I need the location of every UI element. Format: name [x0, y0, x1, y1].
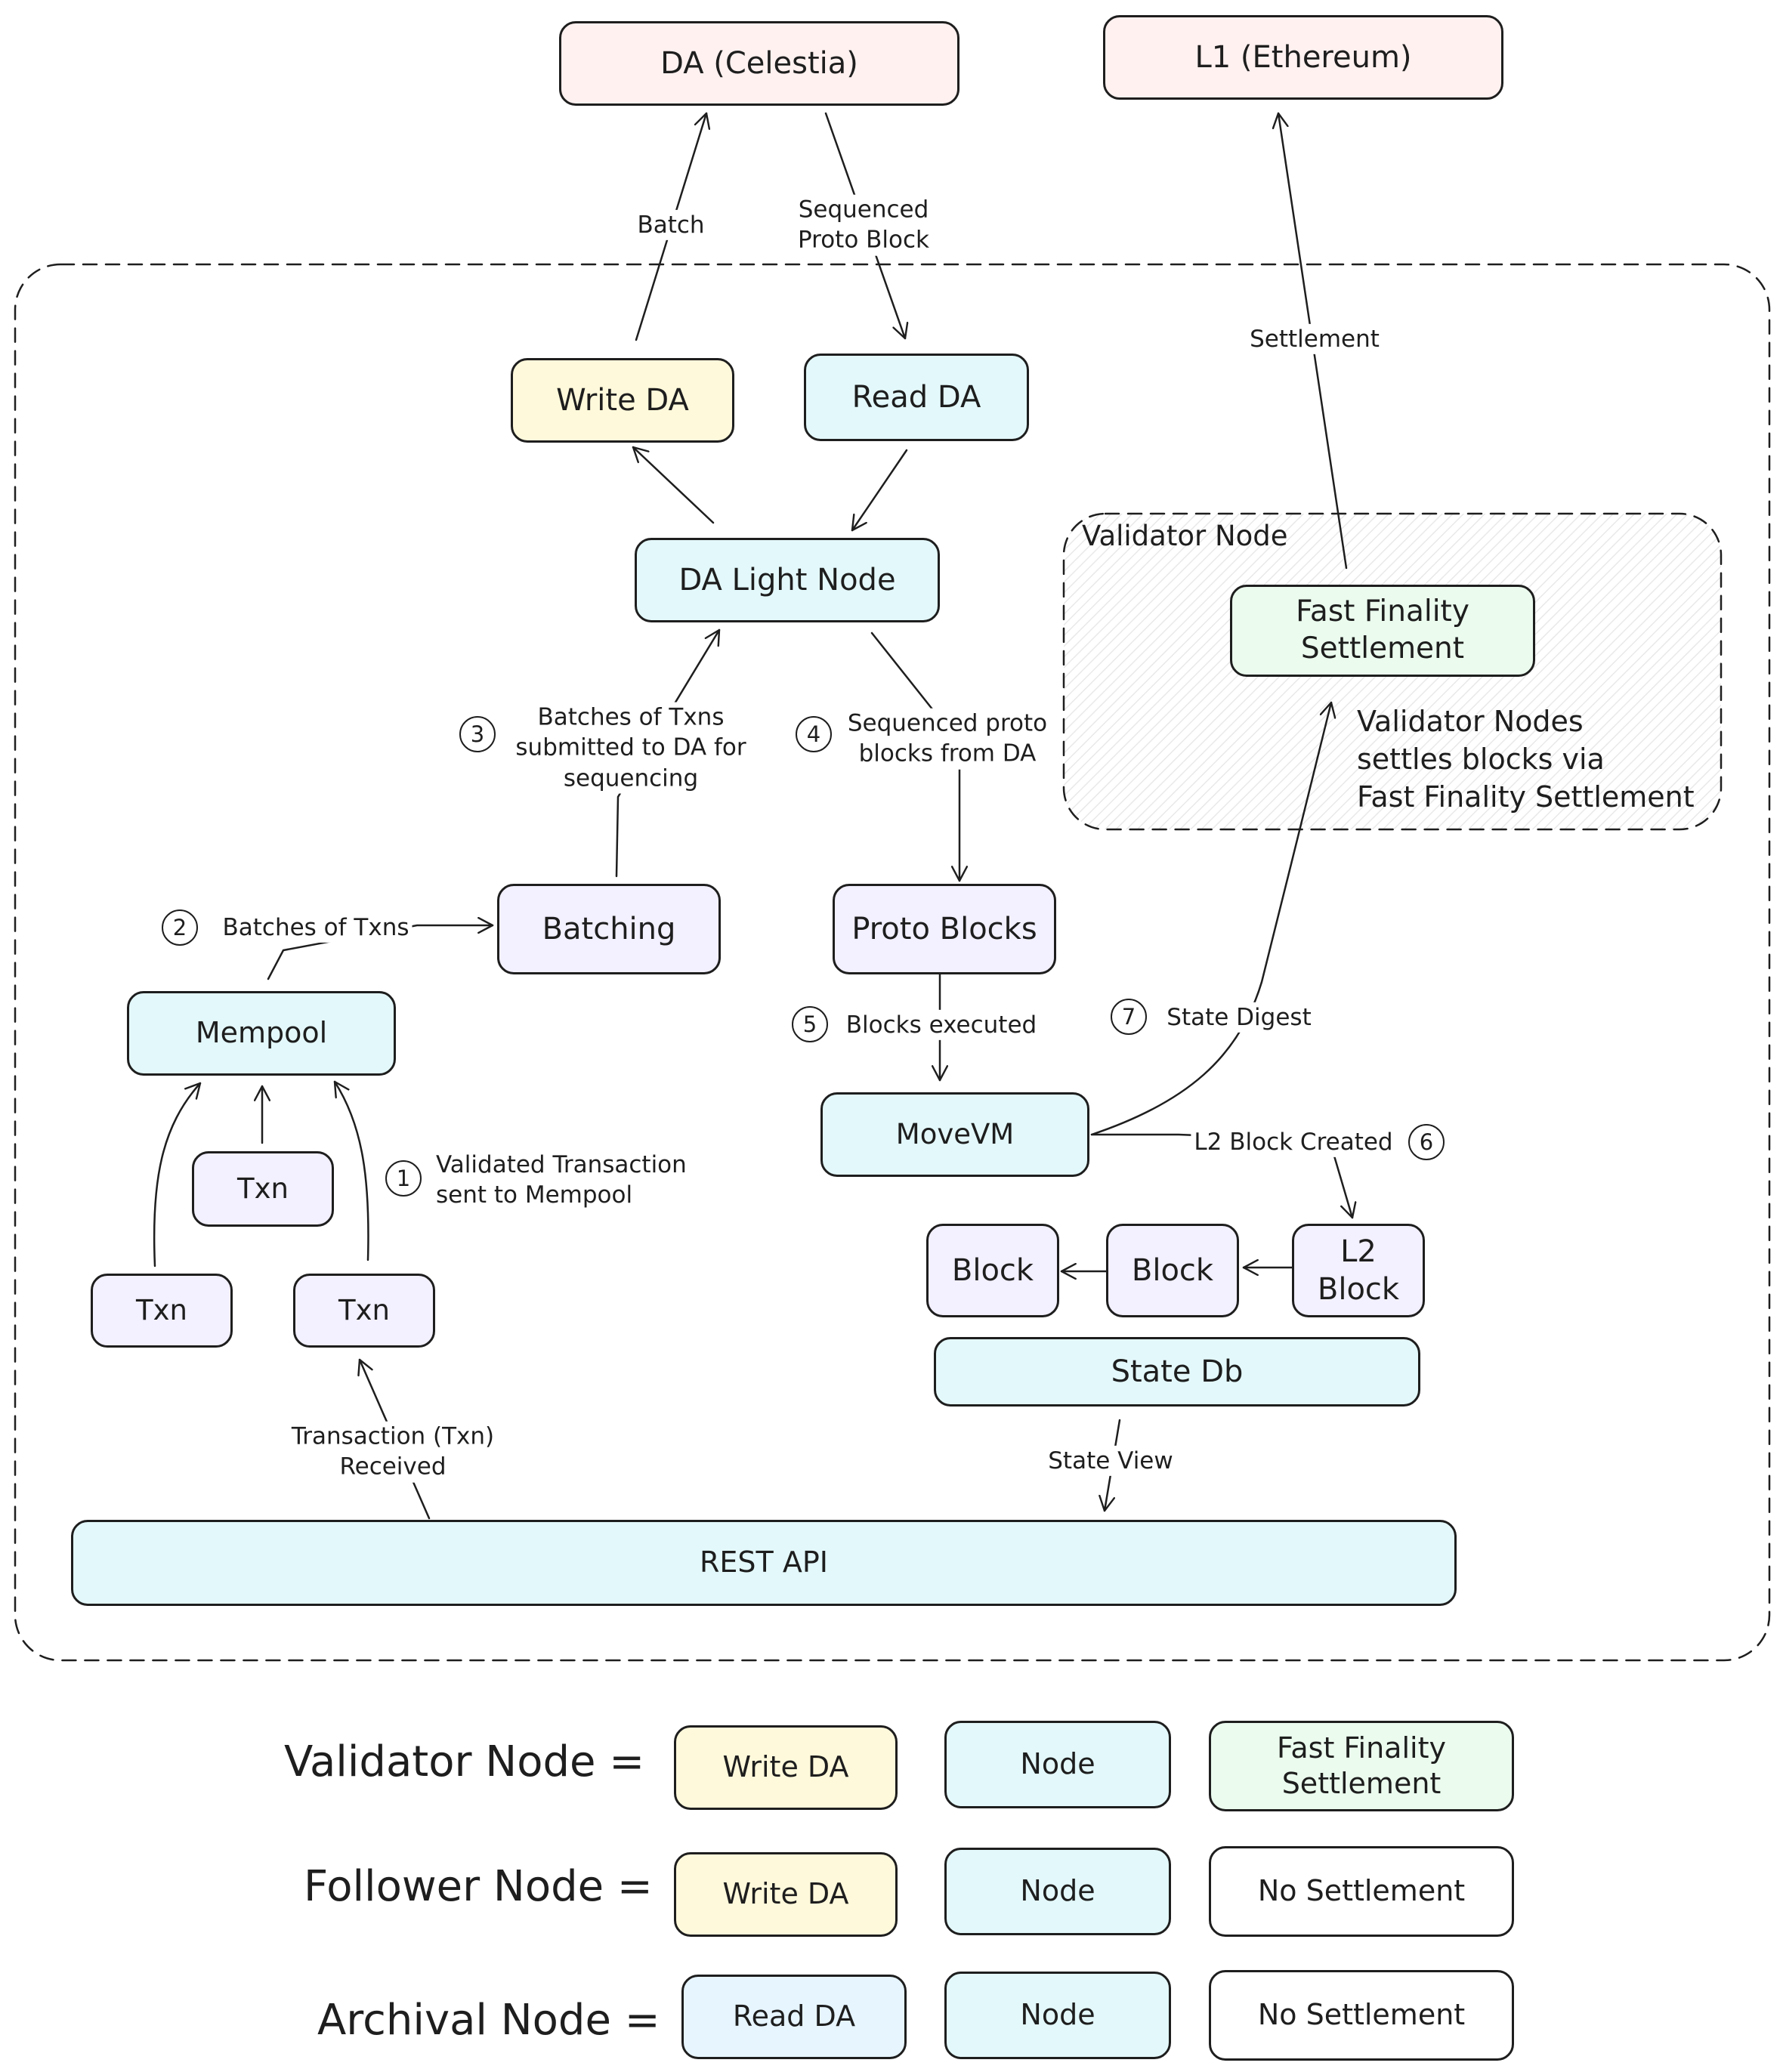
edge-txn-right-to-mempool — [333, 1080, 369, 1261]
edge-label-state-digest: State Digest — [1163, 1002, 1315, 1033]
fast-finality-settlement-node: Fast Finality Settlement — [1230, 585, 1535, 677]
da-light-node: DA Light Node — [635, 538, 940, 622]
edge-label-blocks-executed: Blocks executed — [842, 1009, 1040, 1041]
step-marker-5: 5 — [792, 1006, 828, 1042]
edge-batching-to-light-node — [615, 628, 721, 878]
legend-follower-settlement: No Settlement — [1209, 1846, 1514, 1937]
legend-follower-node: Node — [944, 1848, 1171, 1935]
mempool-node: Mempool — [127, 991, 396, 1076]
edge-label-batch: Batch — [634, 209, 708, 241]
step-marker-7: 7 — [1111, 999, 1147, 1035]
validator-node-region-label: Validator Node — [1082, 520, 1288, 552]
batching-node: Batching — [497, 884, 721, 974]
edge-label-sequenced-proto-block: Sequenced Proto Block — [795, 194, 932, 256]
read-da-node: Read DA — [804, 354, 1029, 441]
proto-blocks-node: Proto Blocks — [833, 884, 1056, 974]
txn-node-right: Txn — [293, 1274, 435, 1348]
edge-label-sequenced-proto-blocks: Sequenced proto blocks from DA — [844, 708, 1051, 770]
txn-node-top: Txn — [192, 1151, 334, 1227]
legend-archival-da: Read DA — [681, 1975, 907, 2059]
step-marker-4: 4 — [796, 716, 832, 752]
state-db-node: State Db — [934, 1337, 1420, 1407]
step-marker-6: 6 — [1408, 1124, 1445, 1160]
step-marker-2: 2 — [162, 909, 198, 946]
legend-validator-da: Write DA — [674, 1725, 898, 1810]
step-marker-1: 1 — [385, 1160, 422, 1197]
node-boundary — [14, 263, 1771, 1662]
edge-label-state-view: State View — [1045, 1445, 1176, 1477]
edge-light-node-to-write-da — [632, 446, 715, 524]
legend-archival-settlement: No Settlement — [1209, 1970, 1514, 2061]
block-node-1: Block — [926, 1224, 1059, 1317]
edge-state-digest — [1090, 701, 1331, 1136]
step-marker-3: 3 — [459, 716, 496, 752]
block-node-2: Block — [1106, 1224, 1239, 1317]
legend-validator-settlement: Fast Finality Settlement — [1209, 1721, 1514, 1811]
edge-label-l2-block-created: L2 Block Created — [1191, 1126, 1396, 1158]
edge-txn-left-to-mempool — [153, 1082, 202, 1268]
edge-label-validated-transaction: Validated Transaction sent to Mempool — [436, 1151, 687, 1209]
edge-read-da-to-light-node — [851, 449, 908, 532]
legend-archival-node: Node — [944, 1972, 1171, 2059]
txn-node-left: Txn — [91, 1274, 233, 1348]
write-da-node: Write DA — [511, 358, 734, 443]
edge-label-settlement: Settlement — [1247, 323, 1383, 355]
edge-label-transaction-received: Transaction (Txn) Received — [288, 1421, 498, 1483]
legend-title-follower: Follower Node = — [304, 1862, 653, 1911]
movevm-node: MoveVM — [820, 1092, 1089, 1177]
legend-follower-da: Write DA — [674, 1852, 898, 1937]
l1-ethereum-node: L1 (Ethereum) — [1103, 15, 1503, 100]
legend-validator-node: Node — [944, 1721, 1171, 1808]
legend-title-archival: Archival Node = — [317, 1996, 660, 2045]
validator-region-note: Validator Nodes settles blocks via Fast … — [1357, 705, 1695, 814]
da-celestia-node: DA (Celestia) — [559, 21, 959, 106]
l2-block-node: L2 Block — [1292, 1224, 1425, 1317]
rest-api-node: REST API — [71, 1520, 1457, 1606]
edge-label-batches-of-txns: Batches of Txns — [219, 912, 413, 943]
edge-label-batches-submitted: Batches of Txns submitted to DA for sequ… — [512, 702, 749, 794]
legend-title-validator: Validator Node = — [284, 1737, 645, 1786]
